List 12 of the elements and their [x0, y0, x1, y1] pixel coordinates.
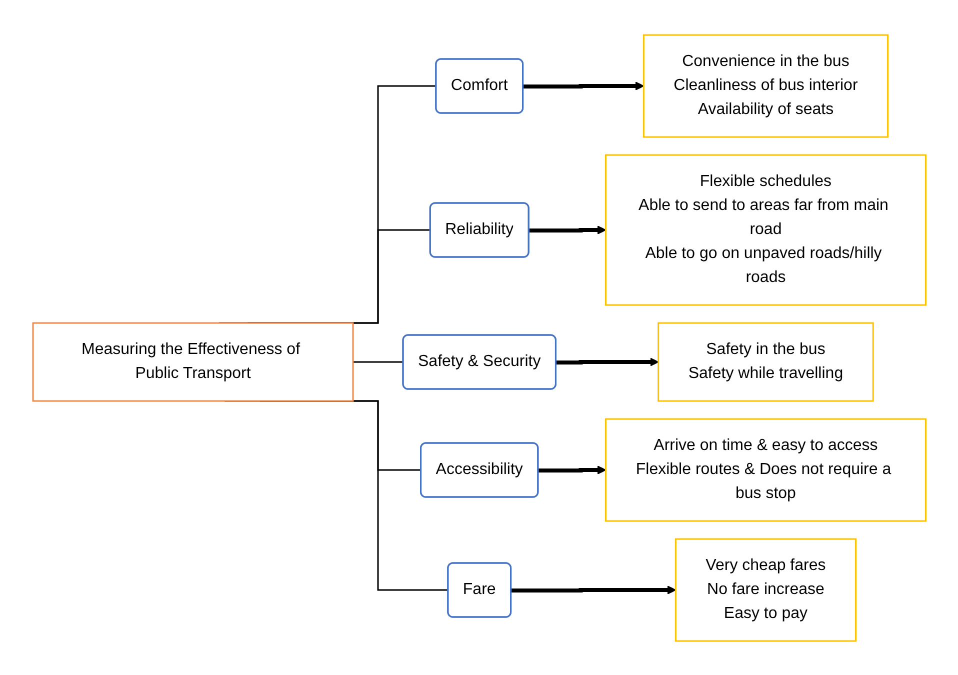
arrow	[538, 465, 606, 474]
node-box: Convenience in the bus Cleanliness of bus interior Availability of seats	[642, 34, 888, 138]
arrow	[510, 585, 676, 594]
node-box: Safety in the bus Safety while travelling	[657, 322, 874, 402]
arrow	[522, 81, 644, 90]
node-box: Measuring the Effectiveness of Public Transport	[32, 322, 354, 402]
arrow	[556, 357, 658, 366]
node-box: Flexible schedules Able to send to areas far from main road Able to go on unpaved roads/hilly roads	[604, 154, 926, 306]
node-box: Arrive on time & easy to access Flexible routes & Does not require a bus stop	[604, 418, 926, 522]
arrow	[528, 225, 606, 234]
node-box: Very cheap fares No fare increase Easy to pay	[674, 538, 856, 642]
connector	[352, 360, 404, 363]
